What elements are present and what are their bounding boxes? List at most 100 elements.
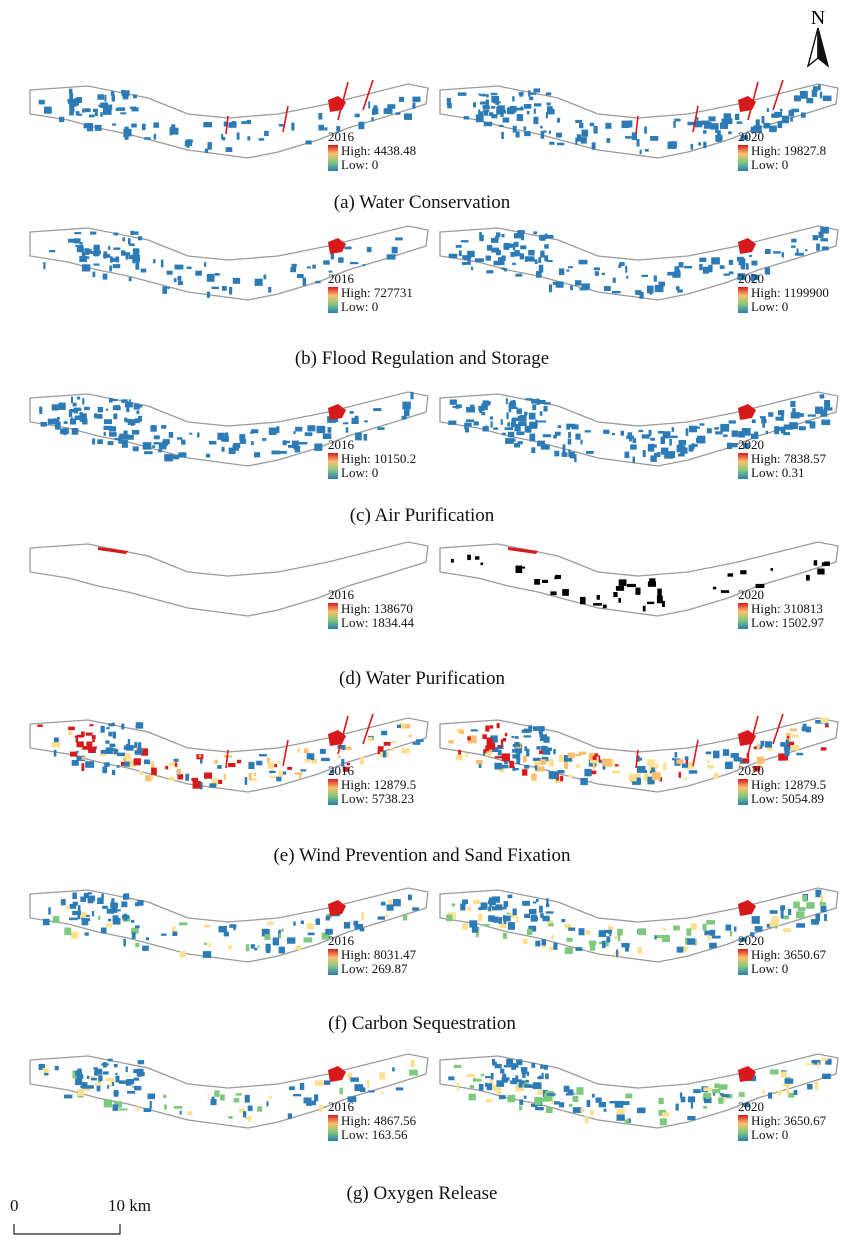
land-patch bbox=[511, 1063, 516, 1070]
land-patch bbox=[540, 130, 545, 139]
land-patch bbox=[113, 232, 119, 236]
land-patch bbox=[153, 133, 157, 140]
land-patch bbox=[104, 762, 110, 767]
land-patch bbox=[177, 275, 182, 281]
land-patch bbox=[774, 111, 782, 118]
land-patch bbox=[486, 245, 493, 251]
land-patch bbox=[598, 930, 607, 937]
land-patch bbox=[811, 1060, 821, 1065]
land-patch bbox=[135, 722, 144, 729]
land-patch bbox=[123, 761, 130, 767]
land-patch bbox=[130, 230, 134, 235]
land-patch bbox=[115, 1073, 118, 1076]
land-patch bbox=[390, 741, 398, 743]
land-patch bbox=[669, 438, 672, 446]
land-patch bbox=[715, 431, 723, 435]
land-patch bbox=[675, 1103, 679, 1111]
land-patch bbox=[592, 761, 596, 769]
land-patch bbox=[527, 256, 535, 261]
land-patch bbox=[100, 749, 108, 754]
land-patch bbox=[457, 92, 467, 96]
land-patch bbox=[733, 926, 737, 932]
land-patch bbox=[702, 266, 709, 274]
land-patch bbox=[482, 426, 489, 432]
land-patch bbox=[568, 449, 571, 457]
land-patch bbox=[791, 238, 797, 243]
land-patch bbox=[69, 409, 77, 413]
land-patch bbox=[478, 405, 485, 412]
land-patch bbox=[680, 948, 687, 952]
land-patch bbox=[460, 903, 466, 911]
land-patch bbox=[131, 927, 139, 934]
land-patch bbox=[821, 246, 829, 251]
land-patch bbox=[177, 768, 181, 775]
land-patch bbox=[502, 932, 507, 939]
land-patch bbox=[113, 748, 118, 755]
land-patch bbox=[736, 121, 743, 124]
land-patch bbox=[375, 111, 379, 115]
land-patch bbox=[74, 232, 82, 235]
land-patch bbox=[671, 427, 675, 432]
land-patch bbox=[231, 121, 237, 125]
land-patch bbox=[713, 750, 720, 759]
land-patch bbox=[743, 1102, 750, 1108]
land-patch bbox=[688, 770, 698, 774]
land-patch bbox=[695, 426, 701, 429]
land-patch bbox=[466, 1073, 476, 1078]
land-patch bbox=[593, 753, 598, 756]
land-patch bbox=[792, 734, 799, 738]
land-patch bbox=[126, 745, 134, 751]
land-patch bbox=[264, 130, 269, 137]
land-patch bbox=[790, 401, 796, 407]
land-patch bbox=[526, 1071, 529, 1076]
land-patch bbox=[138, 770, 143, 775]
land-patch bbox=[516, 431, 525, 436]
land-patch bbox=[726, 442, 733, 449]
land-patch bbox=[100, 725, 105, 733]
land-patch bbox=[90, 1077, 97, 1081]
land-patch bbox=[558, 754, 564, 762]
land-patch bbox=[736, 256, 744, 262]
channel-line bbox=[692, 739, 699, 767]
land-patch bbox=[42, 1068, 49, 1073]
land-patch bbox=[350, 1077, 359, 1082]
land-patch bbox=[84, 918, 91, 922]
land-patch bbox=[251, 441, 254, 445]
land-patch bbox=[504, 760, 508, 765]
land-patch bbox=[132, 446, 139, 452]
land-patch bbox=[480, 902, 488, 910]
land-patch bbox=[580, 778, 588, 786]
land-patch bbox=[85, 761, 95, 768]
land-patch bbox=[537, 766, 545, 772]
land-patch bbox=[507, 422, 510, 427]
land-patch bbox=[135, 262, 140, 270]
land-patch bbox=[766, 108, 769, 112]
land-patch bbox=[548, 771, 557, 780]
land-patch bbox=[579, 287, 588, 291]
land-patch bbox=[608, 926, 613, 932]
land-patch bbox=[544, 244, 549, 249]
land-patch bbox=[37, 724, 43, 727]
patch-layer bbox=[446, 79, 832, 155]
land-patch bbox=[404, 113, 412, 120]
land-patch bbox=[531, 1062, 536, 1068]
land-patch bbox=[102, 1071, 109, 1075]
land-patch bbox=[485, 255, 491, 261]
legend-year: 2016 bbox=[328, 437, 354, 452]
land-patch bbox=[290, 266, 297, 273]
land-patch bbox=[391, 246, 398, 254]
land-patch bbox=[820, 747, 827, 751]
land-patch bbox=[488, 112, 494, 117]
land-patch bbox=[197, 432, 200, 438]
land-patch bbox=[501, 753, 510, 762]
land-patch bbox=[79, 255, 87, 262]
land-patch bbox=[103, 1099, 113, 1108]
land-patch bbox=[205, 453, 211, 458]
land-patch bbox=[267, 921, 274, 926]
land-patch bbox=[267, 757, 270, 764]
land-patch bbox=[679, 1092, 683, 1099]
land-patch bbox=[52, 916, 60, 924]
land-patch bbox=[575, 947, 583, 951]
land-patch bbox=[703, 141, 707, 149]
